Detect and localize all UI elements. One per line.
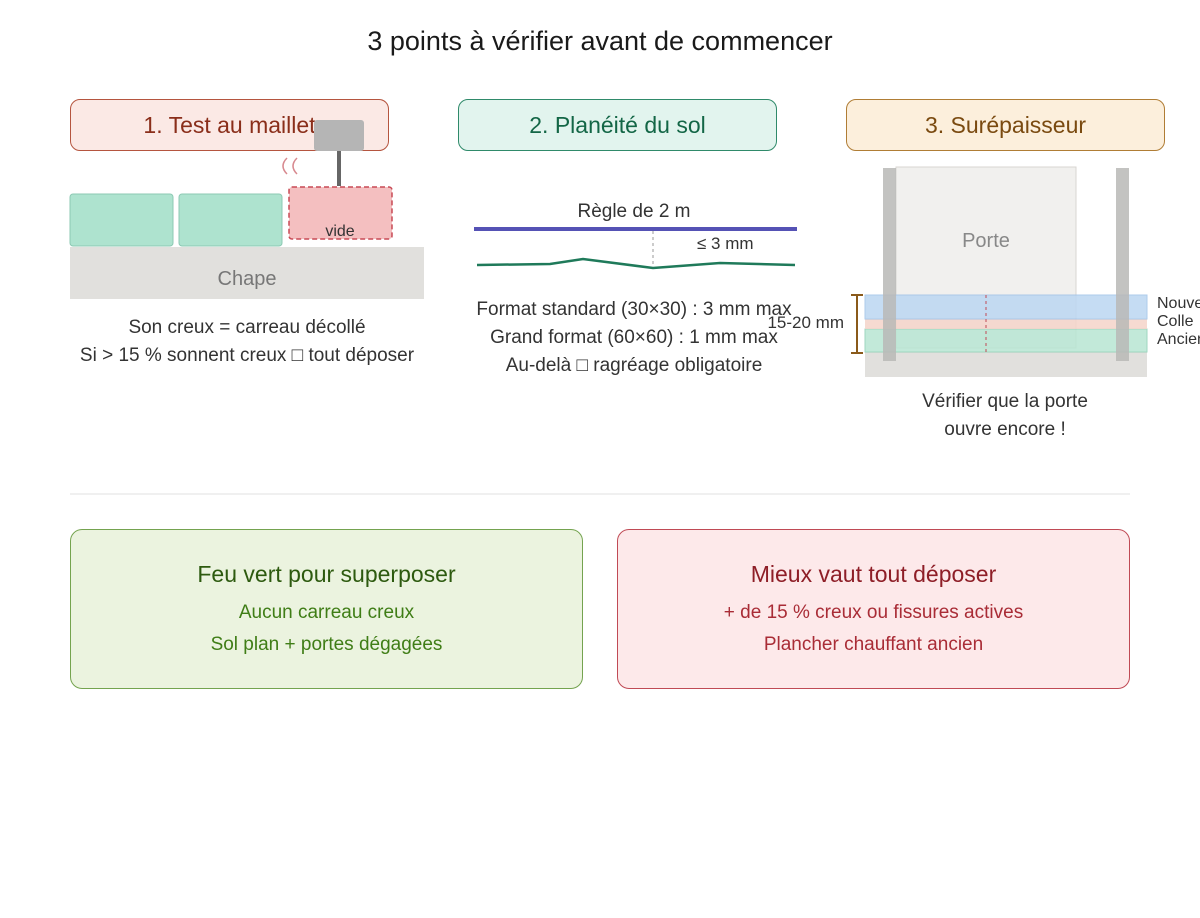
thickness-caption: Vérifier que la porte ouvre encore ! bbox=[805, 388, 1200, 444]
floor-profile-line bbox=[476, 257, 796, 270]
layer-label-new: Nouveau bbox=[1157, 295, 1200, 312]
mallet-head-icon bbox=[314, 120, 364, 151]
sound-wave-icon bbox=[292, 157, 298, 175]
existing-floor bbox=[865, 352, 1147, 377]
gap-label: ≤ 3 mm bbox=[697, 234, 754, 253]
straightedge-label: Règle de 2 m bbox=[577, 201, 690, 222]
layer-label-old: Ancien bbox=[1157, 331, 1200, 348]
layer-glue bbox=[865, 319, 1147, 329]
nogo-verdict-line: Plancher chauffant ancien bbox=[763, 634, 984, 655]
go-verdict-card: Feu vert pour superposer Aucun carreau c… bbox=[70, 529, 583, 689]
thickness-label: 15-20 mm bbox=[767, 313, 844, 332]
go-verdict-title: Feu vert pour superposer bbox=[197, 561, 456, 587]
caption-line: ouvre encore ! bbox=[944, 419, 1066, 440]
thickness-diagram: Porte 15-20 mm Nouveau Colle Ancien bbox=[767, 166, 1200, 377]
door-frame-left bbox=[883, 168, 896, 361]
caption-line: Son creux = carreau décollé bbox=[128, 317, 366, 338]
mallet-test-diagram: Chape vide bbox=[69, 120, 424, 299]
caption-line: Au-delà □ ragréage obligatoire bbox=[505, 355, 763, 376]
go-verdict-line: Aucun carreau creux bbox=[238, 602, 415, 623]
go-verdict-line: Sol plan + portes dégagées bbox=[210, 634, 443, 655]
flatness-caption: Format standard (30×30) : 3 mm max Grand… bbox=[434, 296, 834, 380]
caption-line: Format standard (30×30) : 3 mm max bbox=[476, 299, 792, 320]
door-label: Porte bbox=[962, 230, 1010, 252]
nogo-verdict-card: Mieux vaut tout déposer + de 15 % creux … bbox=[617, 529, 1130, 689]
flatness-diagram: Règle de 2 m ≤ 3 mm bbox=[474, 201, 797, 270]
nogo-verdict-line: + de 15 % creux ou fissures actives bbox=[723, 602, 1024, 623]
caption-line: Grand format (60×60) : 1 mm max bbox=[490, 327, 778, 348]
layer-label-glue: Colle bbox=[1157, 313, 1194, 330]
hollow-tile bbox=[288, 186, 393, 240]
mallet-test-caption: Son creux = carreau décollé Si > 15 % so… bbox=[47, 314, 447, 370]
layer-old-tile bbox=[864, 328, 1148, 353]
card-heading-extra-thickness: 3. Surépaisseur bbox=[846, 99, 1165, 151]
door-frame-right bbox=[1116, 168, 1129, 361]
tile bbox=[178, 193, 283, 247]
sound-wave-icon bbox=[282, 157, 288, 175]
page-title: 3 points à vérifier avant de commencer bbox=[367, 26, 833, 56]
void-label: vide bbox=[325, 223, 354, 240]
nogo-verdict-title: Mieux vaut tout déposer bbox=[750, 561, 997, 587]
card-heading-floor-flatness: 2. Planéité du sol bbox=[458, 99, 777, 151]
layer-new-tile bbox=[864, 294, 1148, 320]
screed-label: Chape bbox=[218, 268, 277, 290]
caption-line: Vérifier que la porte bbox=[922, 391, 1088, 412]
caption-line: Si > 15 % sonnent creux □ tout déposer bbox=[79, 345, 415, 366]
screed-slab bbox=[70, 247, 424, 299]
tile bbox=[69, 193, 174, 247]
